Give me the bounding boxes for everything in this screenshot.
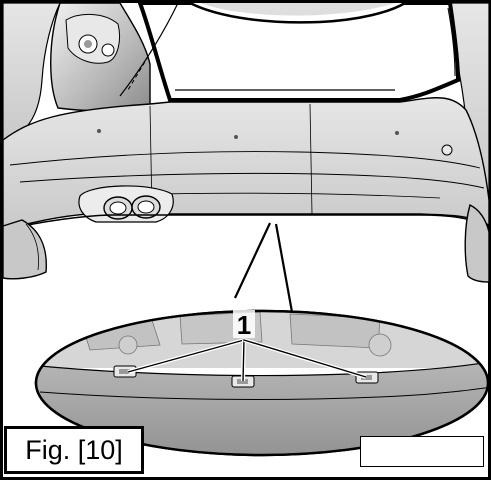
clip-left	[113, 365, 137, 378]
figure-label: Fig. [10]	[4, 426, 144, 474]
blank-box	[360, 436, 484, 467]
exhaust-tips	[78, 185, 174, 223]
clip-center	[231, 375, 255, 388]
callout-leader	[234, 222, 271, 299]
tailgate-opening	[137, 0, 461, 102]
vehicle-rear	[2, 0, 490, 283]
callout-number: 1	[237, 310, 251, 340]
rear-bumper	[2, 97, 490, 231]
left-tire	[2, 219, 47, 280]
right-tire	[464, 203, 490, 283]
